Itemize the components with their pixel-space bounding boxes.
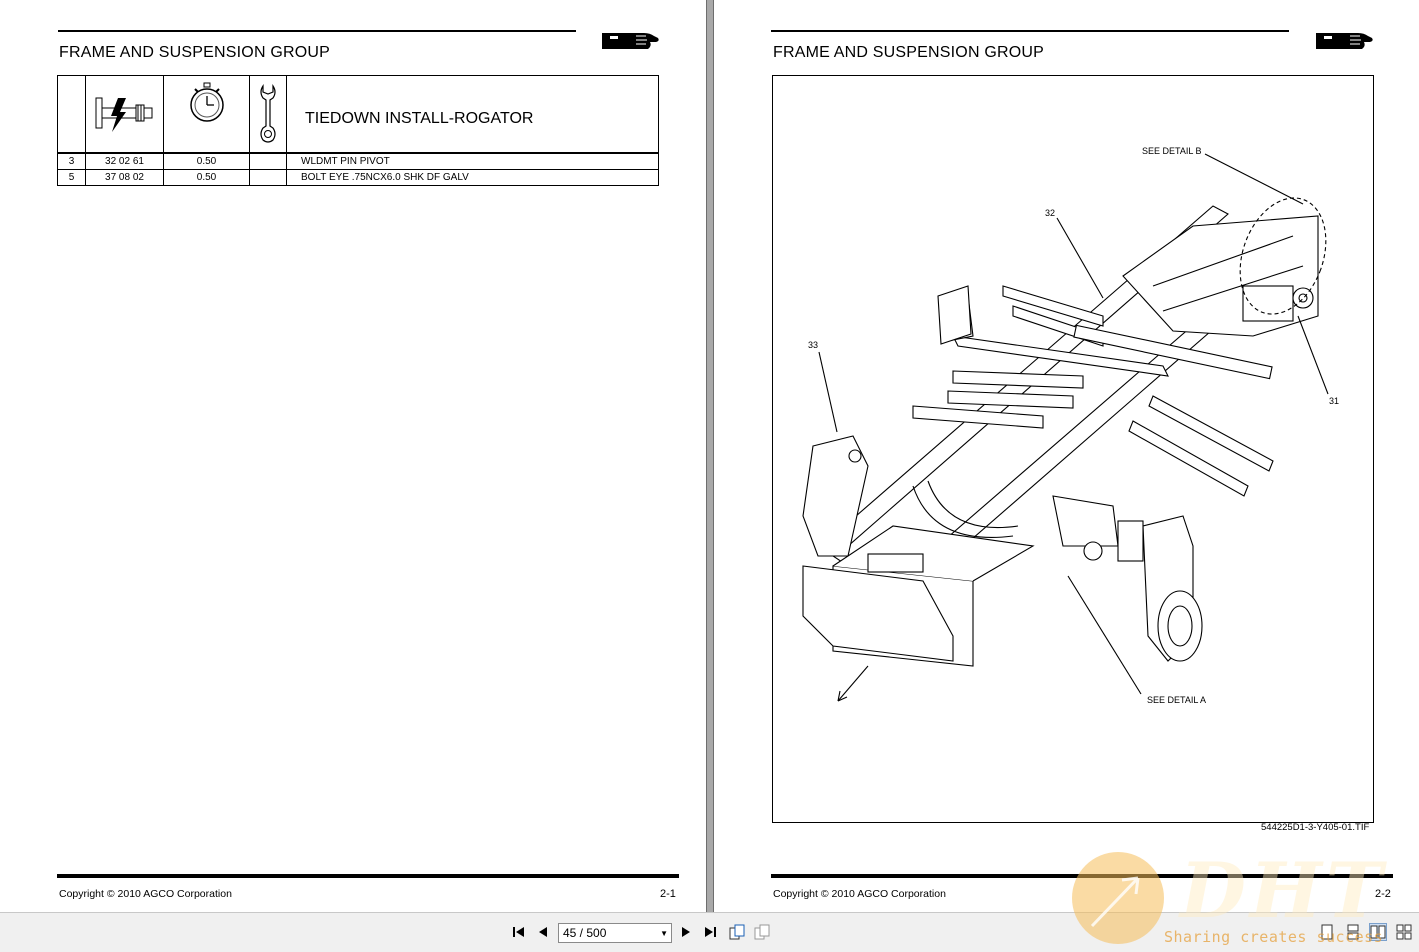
header-rule	[771, 30, 1289, 32]
pin-tool-icon	[95, 97, 152, 132]
copyright: Copyright © 2010 AGCO Corporation	[59, 888, 232, 900]
right-page: FRAME AND SUSPENSION GROUP	[714, 0, 1419, 912]
item-header-cell	[57, 75, 86, 154]
footer-rule	[57, 874, 679, 878]
hours-cell: 0.50	[163, 169, 250, 186]
figure-file-name: 544225D1-3-Y405-01.TIF	[1261, 822, 1370, 833]
part-header-cell	[85, 75, 164, 154]
hand-pointer-icon	[602, 33, 659, 49]
callout-see-detail-b: SEE DETAIL B	[1142, 146, 1202, 156]
description-cell: WLDMT PIN PIVOT	[286, 152, 659, 170]
hours-cell: 0.50	[163, 152, 250, 170]
part-number-cell: 37 08 02	[85, 169, 164, 186]
callout-32: 32	[1045, 208, 1055, 218]
part-number-cell: 32 02 61	[85, 152, 164, 170]
rotate-button[interactable]	[728, 923, 746, 941]
two-page-icon	[1370, 925, 1386, 939]
page-number: 2-1	[660, 888, 676, 900]
frame-illustration: SEE DETAIL B 32 33 31 SEE DETAIL A	[772, 75, 1374, 823]
parts-table: TIEDOWN INSTALL-ROGATOR 3 32 02 61 0.50 …	[57, 75, 659, 186]
item-cell: 3	[57, 152, 86, 170]
table-title: TIEDOWN INSTALL-ROGATOR	[305, 110, 534, 127]
table-row: 3 32 02 61 0.50 WLDMT PIN PIVOT	[57, 152, 659, 170]
prev-page-button[interactable]	[534, 923, 552, 941]
two-page-continuous-view-button[interactable]	[1395, 923, 1413, 941]
chevron-down-icon[interactable]: ▼	[660, 929, 668, 938]
last-page-button[interactable]	[701, 923, 719, 941]
title-header-cell: TIEDOWN INSTALL-ROGATOR	[286, 75, 659, 154]
two-page-continuous-icon	[1396, 924, 1412, 940]
time-header-cell	[163, 75, 250, 154]
single-page-view-button[interactable]	[1318, 923, 1336, 941]
two-page-view-button[interactable]	[1369, 923, 1387, 941]
table-row: 5 37 08 02 0.50 BOLT EYE .75NCX6.0 SHK D…	[57, 169, 659, 186]
continuous-view-button[interactable]	[1344, 923, 1362, 941]
wrench-icon	[260, 84, 276, 143]
chassis-drawing: SEE DETAIL B 32 33 31 SEE DETAIL A	[802, 146, 1339, 705]
callout-31: 31	[1329, 396, 1339, 406]
page-number-input[interactable]: 45 / 500 ▼	[558, 923, 672, 943]
group-title: FRAME AND SUSPENSION GROUP	[59, 44, 331, 61]
header-rule	[58, 30, 576, 32]
first-page-icon	[513, 927, 524, 937]
first-page-button[interactable]	[510, 923, 528, 941]
item-cell: 5	[57, 169, 86, 186]
single-page-icon	[1321, 924, 1333, 940]
last-page-icon	[705, 927, 716, 937]
stopwatch-icon	[189, 82, 224, 122]
continuous-icon	[1347, 924, 1359, 940]
prev-page-icon	[539, 927, 547, 937]
group-title: FRAME AND SUSPENSION GROUP	[773, 44, 1045, 61]
next-page-icon	[682, 927, 690, 937]
fit-button[interactable]	[753, 923, 771, 941]
description-cell: BOLT EYE .75NCX6.0 SHK DF GALV	[286, 169, 659, 186]
callout-33: 33	[808, 340, 818, 350]
table-header-row: TIEDOWN INSTALL-ROGATOR	[57, 75, 659, 154]
page-indicator: 45 / 500	[563, 926, 607, 940]
callout-see-detail-a: SEE DETAIL A	[1147, 695, 1206, 705]
copyright: Copyright © 2010 AGCO Corporation	[773, 888, 946, 900]
tool-header-cell	[249, 75, 287, 154]
viewer-toolbar: 45 / 500 ▼	[0, 912, 1419, 952]
hand-pointer-icon	[1316, 33, 1373, 49]
watermark-slogan: Sharing creates success	[1164, 928, 1384, 946]
page-number: 2-2	[1375, 888, 1391, 900]
left-page: FRAME AND SUSPENSION GROUP	[0, 0, 706, 912]
watermark-brand: DHT	[1180, 846, 1387, 935]
page-separator	[706, 0, 714, 912]
tool-cell	[249, 152, 287, 170]
fit-icon	[754, 924, 770, 940]
rotate-icon	[729, 924, 745, 940]
tool-cell	[249, 169, 287, 186]
next-page-button[interactable]	[677, 923, 695, 941]
